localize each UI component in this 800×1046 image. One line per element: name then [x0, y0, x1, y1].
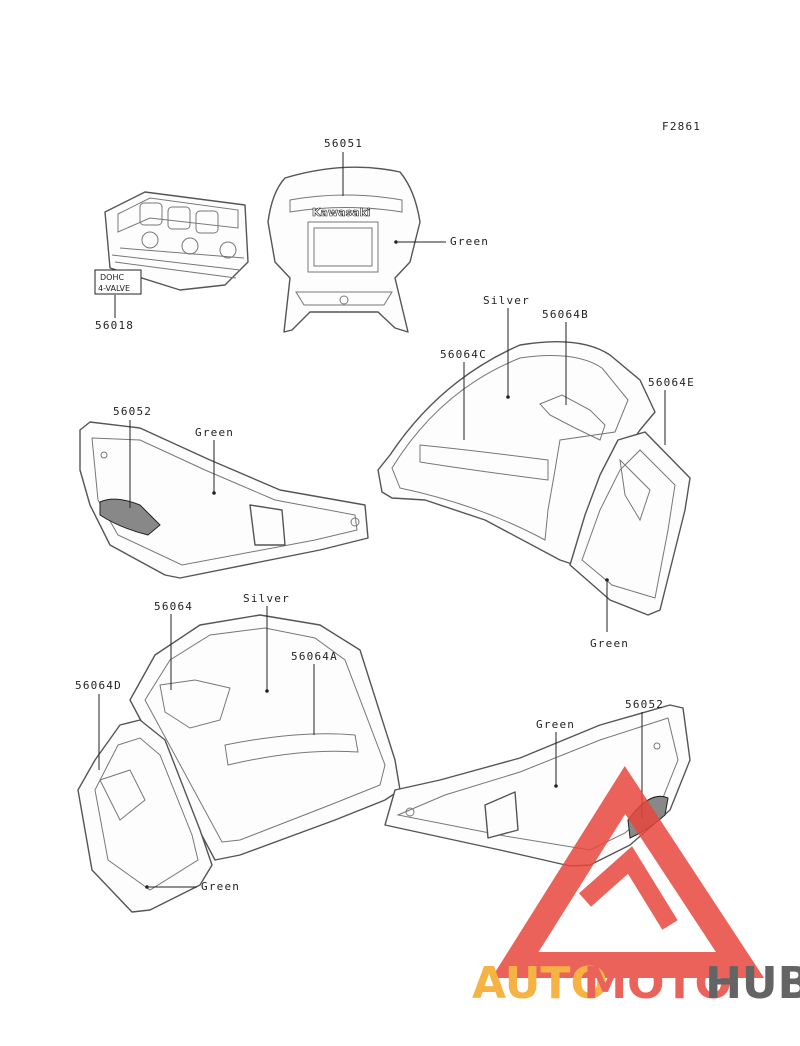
- engine-decal: DOHC 4-VALVE: [94, 269, 142, 295]
- cowl-brand-decal: Kawasaki: [312, 206, 371, 219]
- front-cowl-drawing: [267, 166, 421, 333]
- watermark-logo: AUTO MOTO HUB: [472, 765, 800, 1009]
- label-56018: 56018: [95, 319, 134, 332]
- engine-decal-line2: 4-VALVE: [98, 284, 130, 293]
- watermark-part-moto: MOTO: [583, 958, 732, 1009]
- label-56064C: 56064C: [440, 348, 487, 361]
- label-green-right-cover: Green: [536, 718, 575, 731]
- label-56051: 56051: [324, 137, 363, 150]
- label-silver-top: Silver: [483, 294, 530, 307]
- engine-decal-line1: DOHC: [100, 273, 124, 282]
- cylinder-head-drawing: [104, 191, 249, 291]
- label-56064B: 56064B: [542, 308, 589, 321]
- label-green-left-cover: Green: [195, 426, 234, 439]
- label-56064A: 56064A: [291, 650, 338, 663]
- label-silver-bottom: Silver: [243, 592, 290, 605]
- left-side-cover-drawing: [79, 421, 369, 579]
- label-56052-left: 56052: [113, 405, 152, 418]
- label-56052-right: 56052: [625, 698, 664, 711]
- label-green-left-shroud: Green: [201, 880, 240, 893]
- label-green-right-shroud: Green: [590, 637, 629, 650]
- label-56064E: 56064E: [648, 376, 695, 389]
- left-shroud-drawing: [77, 614, 401, 913]
- right-shroud-drawing: [377, 341, 691, 616]
- figure-code: F2861: [662, 120, 701, 133]
- label-green-cowl: Green: [450, 235, 489, 248]
- watermark-part-hub: HUB: [705, 958, 800, 1009]
- watermark-part-auto: AUTO: [472, 958, 608, 1009]
- label-56064D: 56064D: [75, 679, 122, 692]
- label-56064: 56064: [154, 600, 193, 613]
